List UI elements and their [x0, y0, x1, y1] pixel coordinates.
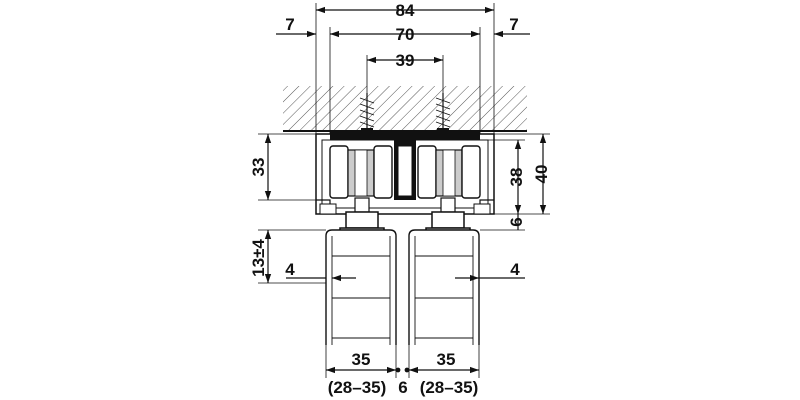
label-door-gap: 6	[398, 378, 407, 397]
label-inner-width: 70	[396, 25, 415, 44]
extension-lines	[258, 3, 550, 378]
right-carriage	[417, 145, 481, 199]
dimension-lines	[264, 6, 547, 374]
gap-dot-left	[395, 367, 401, 373]
ceiling-section	[283, 86, 527, 132]
label-right-offset: 7	[509, 15, 518, 34]
right-door	[408, 229, 480, 345]
label-door-right-range: (28–35)	[420, 378, 479, 397]
label-track-height: 33	[249, 158, 268, 177]
label-door-left: 35	[352, 350, 371, 369]
ceiling-hatch	[283, 86, 527, 131]
dimension-labels: 84 70 39 7 7 33 38 40 6 13±4 4 4 35 (28–…	[249, 1, 551, 397]
label-door-right: 35	[437, 350, 456, 369]
label-gap-below-track: 6	[507, 217, 526, 226]
gap-dot-right	[404, 367, 410, 373]
label-track-height-inner: 38	[507, 168, 526, 187]
left-door	[325, 229, 397, 345]
label-left-offset: 7	[285, 15, 294, 34]
doors	[325, 229, 480, 345]
label-total-height: 40	[532, 165, 551, 184]
center-divider	[394, 140, 416, 200]
label-right-clearance: 4	[510, 260, 520, 279]
roller-carriages	[329, 140, 481, 200]
track-top-plate	[330, 131, 480, 140]
label-overall-width: 84	[396, 1, 415, 20]
label-adjustment: 13±4	[249, 239, 268, 277]
label-left-clearance: 4	[285, 260, 295, 279]
left-carriage	[329, 145, 393, 199]
label-door-left-range: (28–35)	[328, 378, 387, 397]
label-screw-spacing: 39	[396, 51, 415, 70]
